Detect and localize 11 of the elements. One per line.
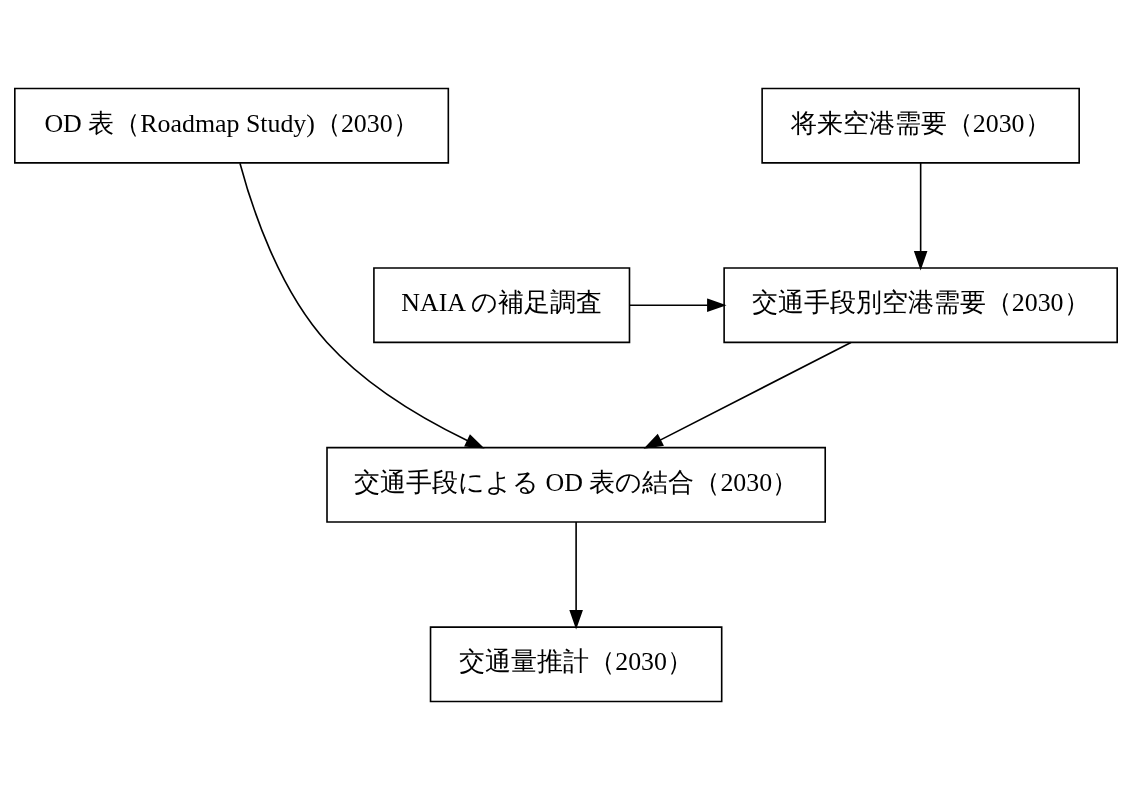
node-box: NAIA の補足調査 (373, 267, 631, 344)
node-box: 交通量推計（2030） (429, 626, 723, 703)
node-box: OD 表（Roadmap Study)（2030） (14, 87, 450, 164)
arrow (239, 162, 485, 449)
arrow (913, 162, 928, 271)
node-box: 将来空港需要（2030） (761, 87, 1080, 164)
node-box: 交通手段による OD 表の結合（2030） (326, 446, 827, 523)
arrow (628, 298, 727, 313)
arrow (643, 341, 852, 449)
node-box: 交通手段別空港需要（2030） (723, 267, 1118, 344)
arrow (569, 521, 583, 630)
